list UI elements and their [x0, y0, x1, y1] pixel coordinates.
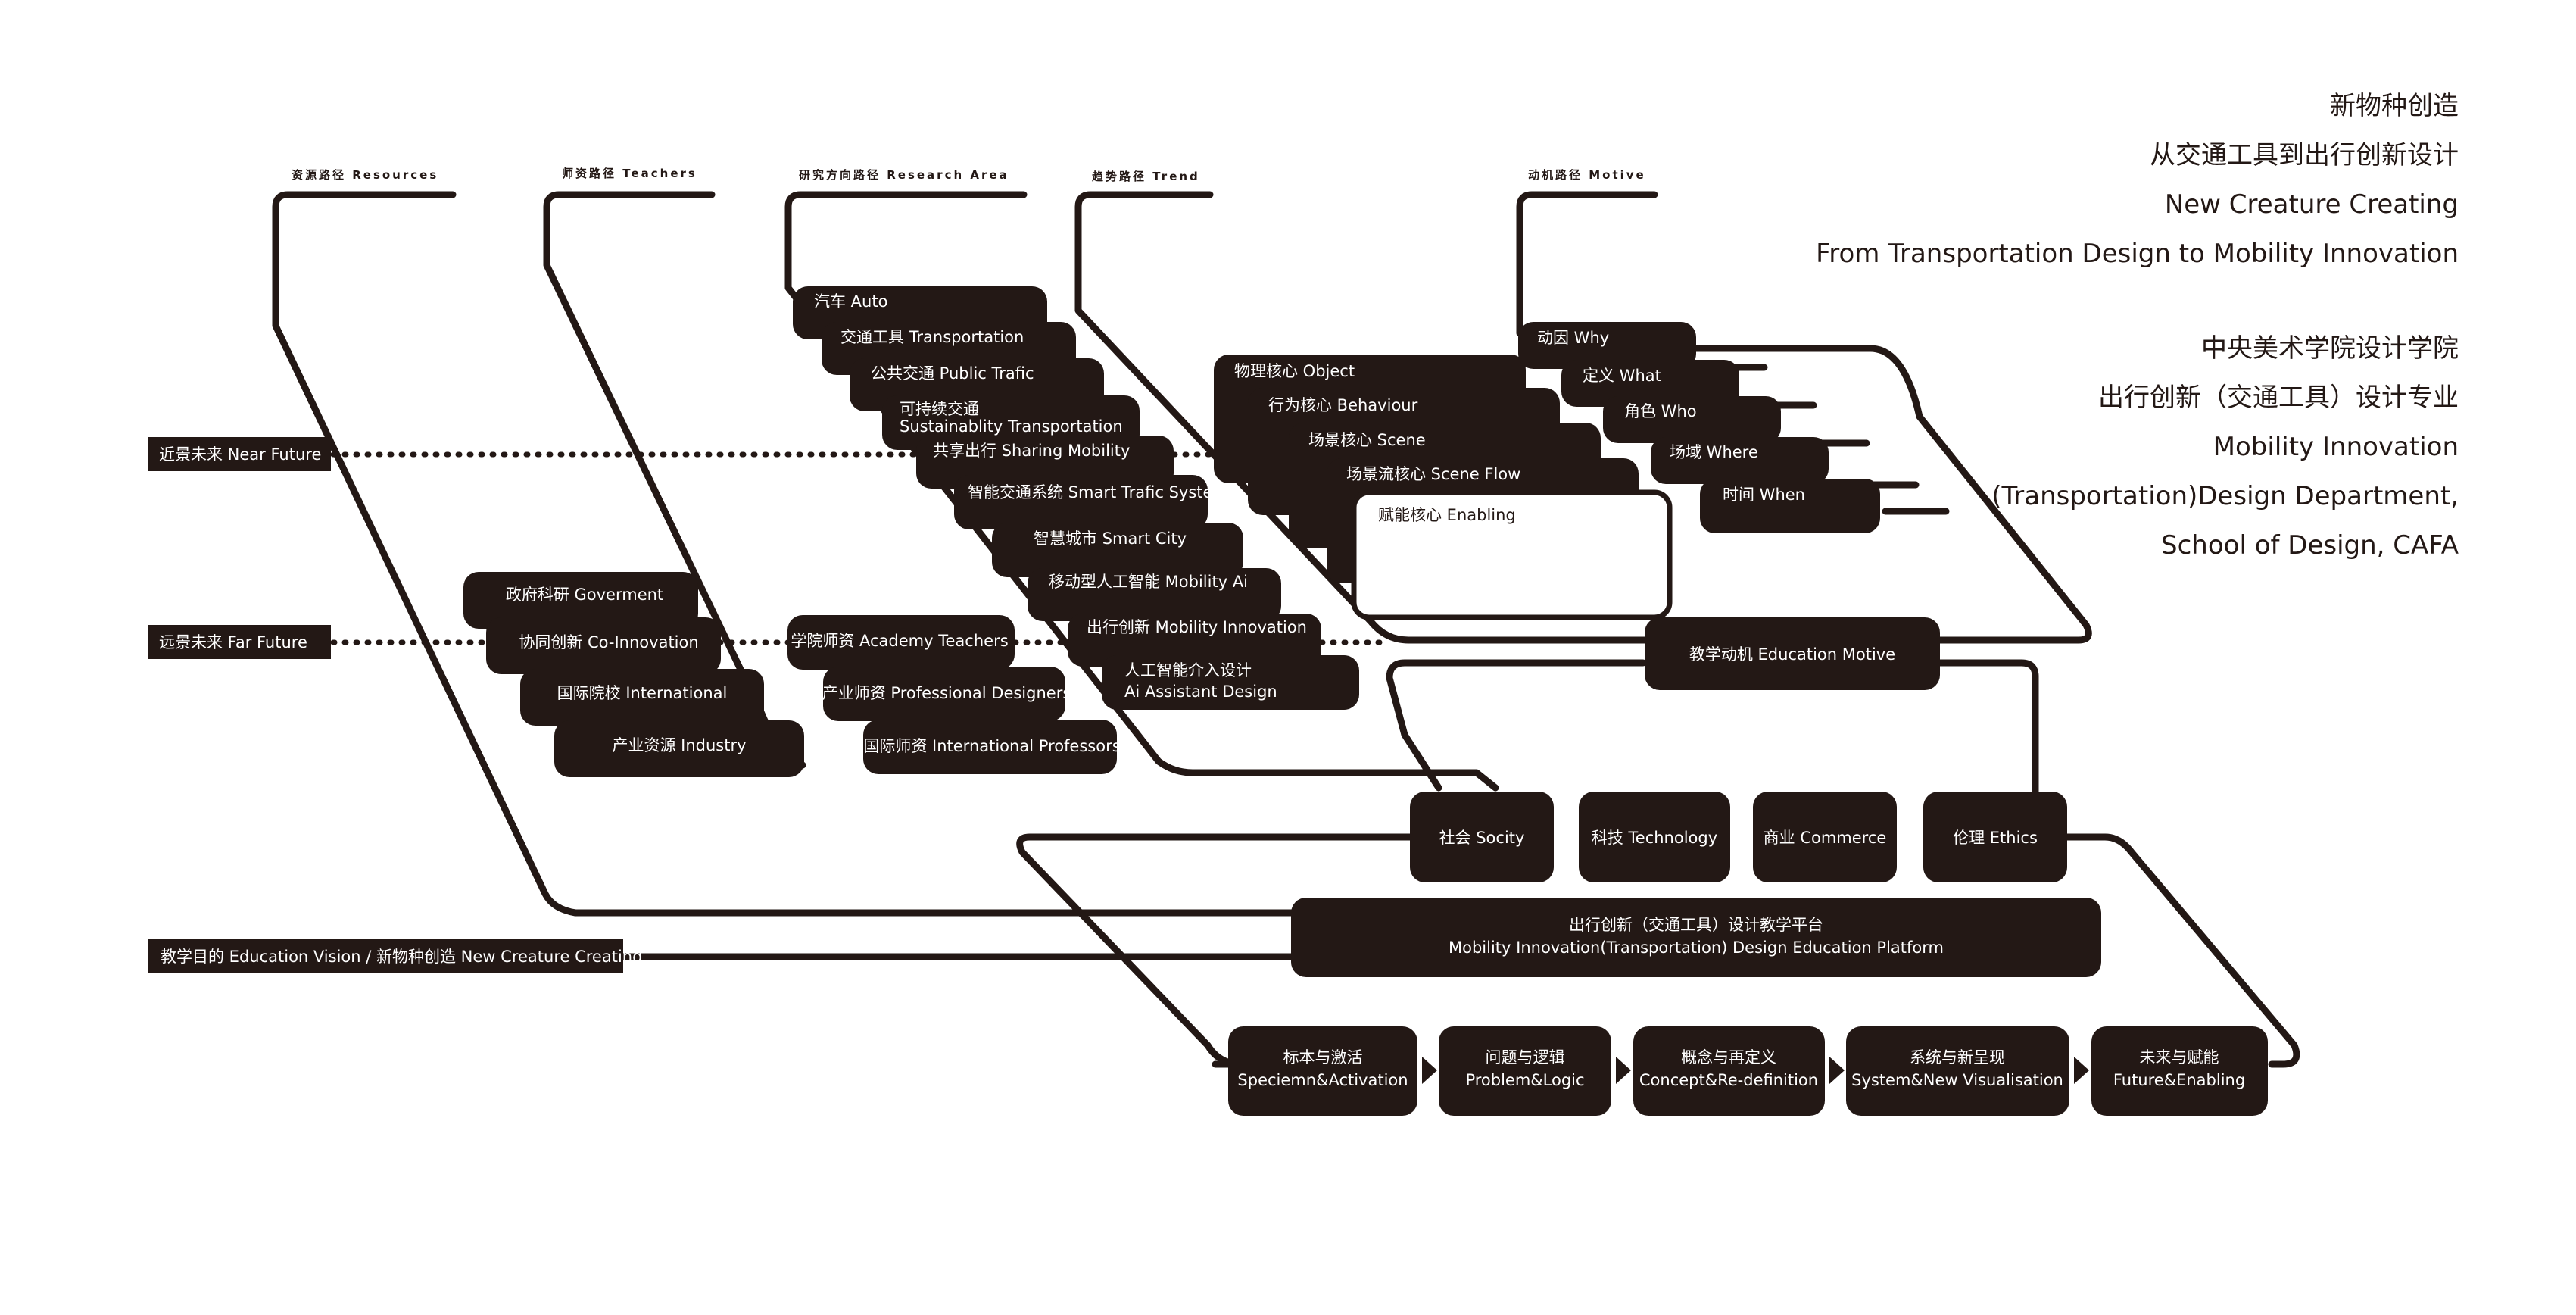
motive-item: 场域 Where [1670, 443, 1758, 461]
pillars: 社会 Socity 科技 Technology 商业 Commerce 伦理 E… [1410, 792, 2067, 882]
resources-stack: 政府科研 Goverment 协同创新 Co-Innovation 国际院校 I… [463, 572, 804, 777]
row-label-vision-box [148, 939, 623, 973]
title-cn: 新物种创造 [2330, 91, 2459, 121]
pillar-item: 科技 Technology [1592, 829, 1717, 847]
resource-item: 产业资源 Industry [612, 736, 746, 754]
arrow-icon [1829, 1057, 1845, 1084]
row-label-near: 近景未来 Near Future [159, 445, 321, 464]
process-step-cn: 标本与激活 [1283, 1048, 1363, 1067]
process-step-en: Speciemn&Activation [1237, 1071, 1408, 1089]
teacher-item: 国际师资 International Professors [863, 737, 1120, 755]
trend-item: 场景核心 Scene [1308, 431, 1426, 449]
row-guides [330, 451, 1392, 645]
department-en-2: (Transportation)Design Department, [1991, 481, 2459, 511]
trend-item: 场景流核心 Scene Flow [1346, 465, 1520, 483]
process-step-en: System&New Visualisation [1851, 1071, 2063, 1089]
process-step-cn: 概念与再定义 [1681, 1048, 1776, 1067]
trend-stack: 物理核心 Object 行为核心 Behaviour 场景核心 Scene 场景… [1214, 355, 1673, 620]
process-step-cn: 问题与逻辑 [1486, 1048, 1565, 1067]
title-en: New Creature Creating [2164, 189, 2459, 220]
row-labels: 近景未来 Near Future 远景未来 Far Future 教学目的 Ed… [148, 437, 642, 973]
row-label-far-box [148, 625, 331, 659]
column-heading-research: 研究方向路径 Research Area [799, 168, 1009, 182]
process-step-cn: 未来与赋能 [2140, 1048, 2219, 1067]
process-step-en: Problem&Logic [1465, 1071, 1584, 1089]
title-gap [1816, 279, 2459, 324]
research-item: 人工智能介入设计 [1124, 661, 1252, 679]
motive-item: 时间 When [1723, 486, 1805, 504]
research-item: Sustainablity Transportation [900, 417, 1123, 436]
trend-item: 物理核心 Object [1234, 362, 1355, 380]
column-heading-resources: 资源路径 Resources [292, 168, 438, 182]
arrow-icon [2074, 1057, 2089, 1084]
research-item: 汽车 Auto [814, 292, 887, 311]
column-heading-teachers: 师资路径 Teachers [562, 167, 697, 180]
row-label-near-box [148, 437, 331, 471]
motive-item: 定义 What [1583, 367, 1661, 385]
research-item: 交通工具 Transportation [840, 328, 1024, 346]
department-cn: 出行创新（交通工具）设计专业 [2098, 383, 2459, 413]
pillar-item: 社会 Socity [1439, 829, 1525, 847]
process-step-en: Future&Enabling [2113, 1071, 2245, 1089]
arrow-icon [1616, 1057, 1631, 1084]
process-step-en: Concept&Re-definition [1639, 1071, 1818, 1089]
pillar-item: 商业 Commerce [1764, 829, 1887, 847]
department-en-1: Mobility Innovation [2213, 432, 2459, 462]
column-headings: 资源路径 Resources 师资路径 Teachers 研究方向路径 Rese… [292, 167, 1646, 183]
resource-item: 协同创新 Co-Innovation [519, 633, 698, 651]
process-step-cn: 系统与新呈现 [1910, 1048, 2005, 1067]
platform: 出行创新（交通工具）设计教学平台 Mobility Innovation(Tra… [1291, 898, 2101, 977]
department-en-3: School of Design, CAFA [2161, 530, 2459, 561]
teacher-item: 产业师资 Professional Designers [822, 684, 1071, 702]
teacher-item: 学院师资 Academy Teachers [791, 632, 1008, 650]
institution-cn: 中央美术学院设计学院 [2201, 333, 2459, 364]
teachers-stack: 学院师资 Academy Teachers 产业师资 Professional … [787, 615, 1121, 774]
column-heading-motive: 动机路径 Motive [1528, 168, 1646, 182]
column-heading-trend: 趋势路径 Trend [1092, 170, 1200, 183]
research-item: 移动型人工智能 Mobility Ai [1049, 573, 1248, 591]
trend-item: 赋能核心 Enabling [1378, 506, 1516, 524]
education-motive-label: 教学动机 Education Motive [1689, 645, 1895, 664]
pillar-item: 伦理 Ethics [1953, 829, 2038, 847]
motive-item: 动因 Why [1537, 329, 1609, 347]
process-steps: 标本与激活 Speciemn&Activation 问题与逻辑 Problem&… [1228, 1026, 2268, 1116]
research-item: 出行创新 Mobility Innovation [1087, 618, 1307, 636]
research-item: 可持续交通 [900, 400, 979, 418]
resource-item: 国际院校 International [557, 684, 728, 702]
research-item: 智能交通系统 Smart Trafic System [968, 483, 1228, 501]
motive-stack: 动因 Why 定义 What 角色 Who 场域 Where 时间 When [1518, 322, 1880, 533]
research-stack: 汽车 Auto 交通工具 Transportation 公共交通 Public … [793, 286, 1359, 710]
motive-item: 角色 Who [1624, 402, 1697, 420]
trend-item: 行为核心 Behaviour [1268, 396, 1418, 414]
platform-title-en: Mobility Innovation(Transportation) Desi… [1449, 939, 1944, 957]
research-item: Ai Assistant Design [1124, 682, 1277, 701]
research-item: 共享出行 Sharing Mobility [933, 442, 1130, 460]
resource-item: 政府科研 Goverment [506, 586, 663, 604]
subtitle-en: From Transportation Design to Mobility I… [1816, 239, 2459, 269]
subtitle-cn: 从交通工具到出行创新设计 [2150, 140, 2459, 170]
row-label-vision: 教学目的 Education Vision / 新物种创造 New Creatu… [161, 948, 642, 966]
research-item: 公共交通 Public Trafic [871, 364, 1034, 383]
platform-title-cn: 出行创新（交通工具）设计教学平台 [1569, 916, 1823, 934]
row-label-far: 远景未来 Far Future [159, 633, 307, 651]
title-block: 新物种创造 从交通工具到出行创新设计 New Creature Creating… [1816, 82, 2459, 570]
arrow-icon [1422, 1057, 1437, 1084]
research-item: 智慧城市 Smart City [1034, 529, 1187, 548]
education-motive: 教学动机 Education Motive [1645, 617, 1940, 690]
